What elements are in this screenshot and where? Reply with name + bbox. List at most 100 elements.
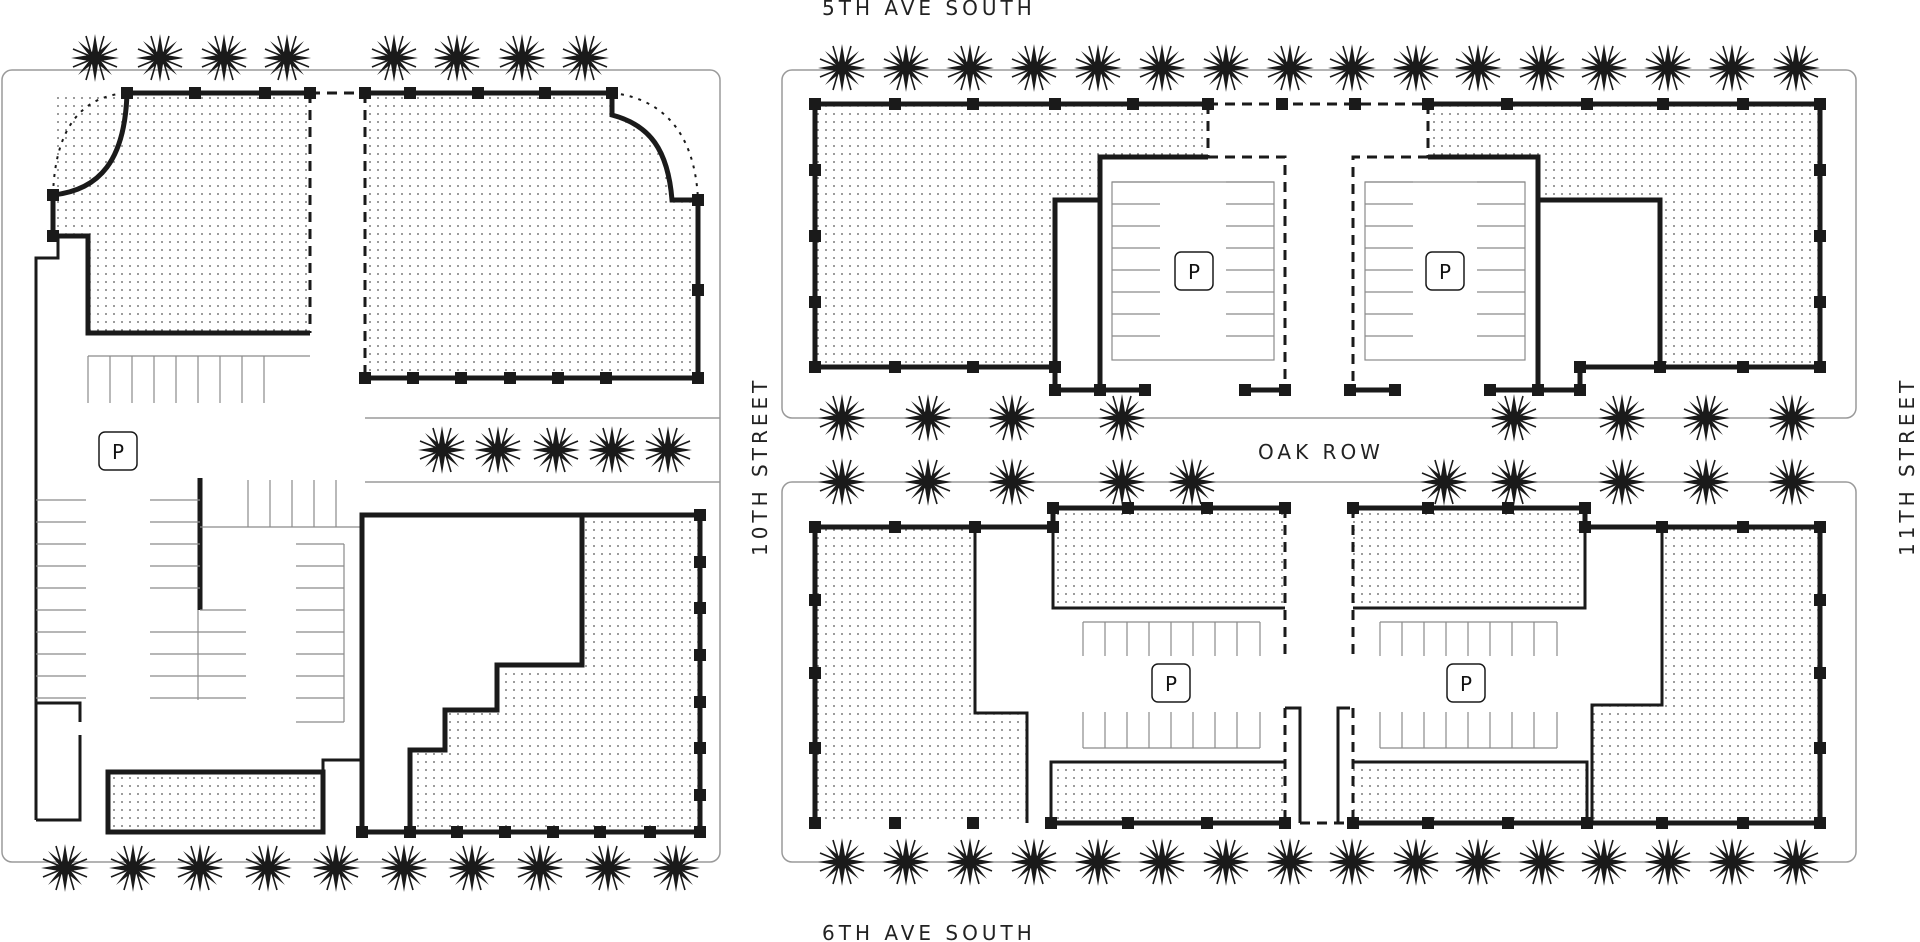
tree-icon	[1643, 43, 1693, 93]
column-marker	[889, 521, 901, 533]
tree-icon	[417, 425, 467, 475]
column-marker	[1502, 817, 1514, 829]
tree-icon	[1707, 837, 1757, 887]
column-marker	[121, 87, 133, 99]
column-marker	[889, 817, 901, 829]
tree-icon	[1265, 837, 1315, 887]
tree-icon	[369, 33, 419, 83]
tree-icon	[903, 393, 953, 443]
parking-stalls-center	[150, 478, 360, 723]
column-marker	[594, 826, 606, 838]
tree-icon	[587, 425, 637, 475]
tree-icon	[1137, 837, 1187, 887]
column-marker	[1122, 817, 1134, 829]
tree-icon	[881, 43, 931, 93]
parking-symbol: P	[1188, 260, 1200, 284]
tree-icon	[1391, 837, 1441, 887]
tree-icon	[1097, 393, 1147, 443]
column-marker	[809, 98, 821, 110]
tree-icon	[1597, 457, 1647, 507]
column-marker	[1347, 502, 1359, 514]
column-marker	[1814, 164, 1826, 176]
column-marker	[1814, 296, 1826, 308]
column-marker	[259, 87, 271, 99]
parking-marker-lot-left: P	[1151, 663, 1191, 703]
tree-icon	[1391, 43, 1441, 93]
tree-icon	[135, 33, 185, 83]
column-marker	[809, 742, 821, 754]
street-label-right: 11TH STREET	[1895, 377, 1919, 556]
tree-icon	[903, 457, 953, 507]
left-block	[34, 90, 703, 835]
tree-icon	[1681, 457, 1731, 507]
column-marker	[1045, 817, 1057, 829]
column-marker	[694, 742, 706, 754]
parking-symbol: P	[112, 440, 124, 464]
tree-icon	[817, 837, 867, 887]
column-marker	[809, 594, 821, 606]
column-marker	[47, 230, 59, 242]
column-marker	[1122, 502, 1134, 514]
column-marker	[356, 826, 368, 838]
column-marker	[692, 284, 704, 296]
parking-stalls-top	[87, 355, 310, 403]
column-marker	[547, 826, 559, 838]
column-marker	[1201, 817, 1213, 829]
column-marker	[1344, 384, 1356, 396]
column-marker	[809, 667, 821, 679]
column-marker	[407, 372, 419, 384]
column-marker	[969, 521, 981, 533]
tree-icon	[175, 843, 225, 893]
street-label-middle: OAK ROW	[1258, 440, 1384, 464]
tree-icon	[1707, 43, 1757, 93]
tree-icon	[199, 33, 249, 83]
column-marker	[694, 649, 706, 661]
column-marker	[1737, 521, 1749, 533]
parking-stalls-left	[36, 499, 86, 699]
column-marker	[1814, 667, 1826, 679]
tree-icon	[1167, 457, 1217, 507]
tree-icon	[987, 393, 1037, 443]
column-marker	[404, 87, 416, 99]
tree-icon	[1681, 393, 1731, 443]
tree-icon	[560, 33, 610, 83]
parking-marker-garage-right: P	[1425, 251, 1465, 291]
tree-icon	[583, 843, 633, 893]
tree-icon	[651, 843, 701, 893]
column-marker	[1239, 384, 1251, 396]
tree-icon	[881, 837, 931, 887]
column-marker	[809, 817, 821, 829]
column-marker	[304, 87, 316, 99]
tree-icon	[515, 843, 565, 893]
tree-icon	[817, 43, 867, 93]
tree-icon	[817, 393, 867, 443]
column-marker	[1047, 521, 1059, 533]
parking-marker-garage-left: P	[1174, 251, 1214, 291]
tree-icon	[1137, 43, 1187, 93]
parking-symbol: P	[1165, 672, 1177, 696]
column-marker	[809, 296, 821, 308]
column-marker	[809, 164, 821, 176]
tree-icon	[1453, 837, 1503, 887]
column-marker	[1349, 98, 1361, 110]
column-marker	[644, 826, 656, 838]
tree-icon	[1009, 43, 1059, 93]
tree-icon	[643, 425, 693, 475]
street-label-bottom: 6TH AVE SOUTH	[822, 921, 1036, 942]
tree-icon	[432, 33, 482, 83]
tree-icon	[1453, 43, 1503, 93]
street-label-left: 10TH STREET	[748, 377, 772, 556]
tree-icon	[531, 425, 581, 475]
column-marker	[1814, 742, 1826, 754]
column-marker	[1814, 98, 1826, 110]
column-marker	[1047, 502, 1059, 514]
tree-icon	[1517, 43, 1567, 93]
tree-icon	[243, 843, 293, 893]
column-marker	[1049, 98, 1061, 110]
column-marker	[694, 826, 706, 838]
column-marker	[809, 361, 821, 373]
garage-stalls-right	[1364, 181, 1526, 361]
tree-icon	[1327, 837, 1377, 887]
column-marker	[694, 696, 706, 708]
column-marker	[694, 509, 706, 521]
